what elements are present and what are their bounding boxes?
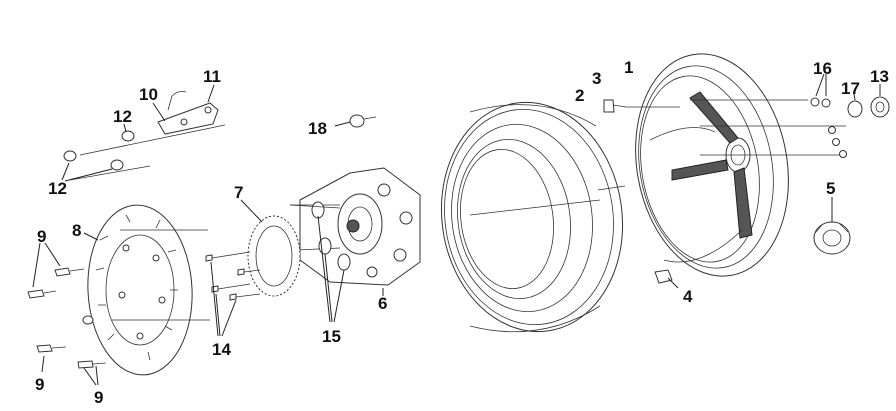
- callout-14: 14: [212, 340, 231, 359]
- balance-weight: [654, 269, 679, 289]
- callout-13: 13: [870, 67, 889, 86]
- callout-3: 3: [592, 69, 601, 88]
- callout-9c: 9: [94, 388, 103, 407]
- callout-16: 16: [813, 59, 832, 78]
- disc-bolts: [27, 242, 107, 386]
- wheel-rim: [635, 53, 789, 277]
- callout-12a: 12: [113, 107, 132, 126]
- callout-10: 10: [139, 85, 158, 104]
- speedometer-gear: [813, 197, 851, 255]
- callout-9a: 9: [37, 227, 46, 246]
- wheel-hub: [290, 167, 421, 296]
- callout-17: 17: [841, 79, 860, 98]
- callout-15: 15: [322, 327, 341, 346]
- hub-bearings: [289, 201, 351, 323]
- callout-labels: 1 2 3 4 5 6 7 8 9 9 9 10 11 12 12 13 14 …: [35, 58, 889, 407]
- callout-7: 7: [234, 183, 243, 202]
- callout-11: 11: [203, 67, 221, 86]
- caliper-bracket: [61, 84, 226, 182]
- hub-studs: [205, 251, 261, 337]
- callout-2: 2: [575, 86, 584, 105]
- collar: [334, 114, 377, 128]
- tire-valve: [603, 99, 680, 113]
- tire: [440, 101, 626, 333]
- callout-6: 6: [378, 294, 387, 313]
- axle-spacers-nuts: [690, 73, 890, 158]
- callout-8: 8: [72, 221, 81, 240]
- sensor-ring: [240, 199, 301, 297]
- callout-1: 1: [624, 58, 633, 77]
- callout-18: 18: [308, 119, 327, 138]
- callout-5: 5: [826, 179, 835, 198]
- brake-disc: [83, 204, 210, 376]
- callout-12b: 12: [48, 179, 67, 198]
- callout-9b: 9: [35, 375, 44, 394]
- callout-4: 4: [683, 287, 693, 306]
